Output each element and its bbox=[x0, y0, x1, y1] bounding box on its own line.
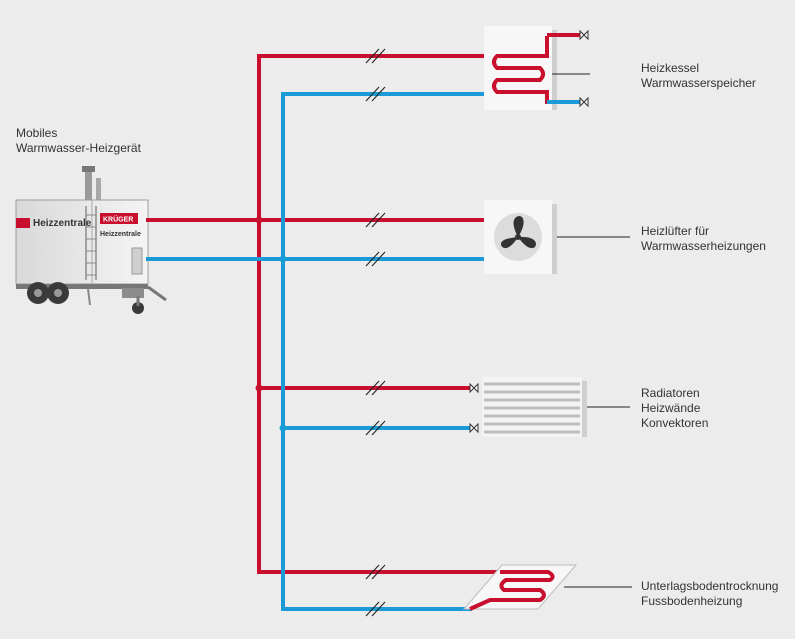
return-pipe-network bbox=[146, 92, 486, 611]
radiator-icon bbox=[482, 377, 587, 437]
trailer-title: Heizzentrale bbox=[33, 218, 92, 229]
source-label: Mobiles Warmwasser-Heizgerät bbox=[16, 126, 141, 155]
supply-pipe-network bbox=[146, 54, 502, 574]
pipe-break-marks bbox=[365, 48, 386, 617]
radiator-valve-icons bbox=[469, 382, 479, 434]
label-boiler: Heizkessel Warmwasserspeicher bbox=[641, 61, 756, 90]
pipe-junctions bbox=[255, 216, 287, 432]
mobile-heater-trailer-icon bbox=[15, 166, 167, 314]
label-floor-heating: Unterlagsbodentrocknung Fussbodenheizung bbox=[641, 579, 779, 608]
boiler-valve-icons bbox=[579, 29, 589, 108]
trailer-side-title: Heizzentrale bbox=[100, 231, 141, 238]
floor-heating-icon bbox=[462, 564, 578, 611]
label-radiator: Radiatoren Heizwände Konvektoren bbox=[641, 386, 709, 430]
label-fan-heater: Heizlüfter für Warmwasserheizungen bbox=[641, 224, 766, 253]
boiler-coil-icon bbox=[484, 26, 590, 110]
fan-icon bbox=[484, 200, 557, 274]
brand-badge: KRÜGER bbox=[103, 215, 133, 224]
